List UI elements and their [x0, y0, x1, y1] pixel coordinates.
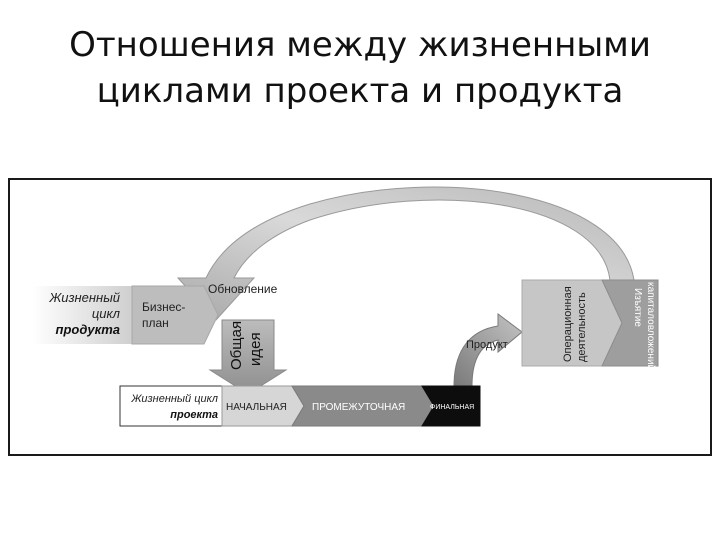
product-cycle-band	[32, 286, 132, 344]
product-arrow	[453, 313, 523, 387]
phase-intermediate-label: ПРОМЕЖУТОЧНАЯ	[312, 402, 405, 413]
phase-final	[421, 385, 481, 427]
withdrawal-line-1: Изъятие	[632, 288, 643, 327]
operational-activity-block	[521, 279, 623, 367]
product-cycle-label-line-2: цикл	[92, 306, 121, 321]
slide-title-line-2: циклами проекта и продукта	[96, 71, 624, 111]
project-cycle-label-line-1: Жизненный цикл	[130, 393, 218, 405]
business-plan-line-1: Бизнес-	[142, 300, 185, 314]
product-cycle-label-line-3: продукта	[56, 322, 120, 337]
business-plan-chevron	[131, 285, 219, 345]
business-plan-line-2: план	[142, 316, 169, 330]
project-cycle-label-box	[119, 385, 223, 427]
operational-activity-line-2: деятельность	[576, 292, 588, 362]
withdrawal-line-2: капиталовложений	[645, 282, 656, 370]
operational-activity-line-1: Операционная	[562, 286, 574, 362]
phase-final-label: ФИНАЛЬНАЯ	[430, 404, 474, 411]
general-idea-line-2: идея	[247, 332, 264, 366]
withdrawal-chevron	[601, 279, 659, 367]
slide-title-line-1: Отношения между жизненными	[69, 25, 651, 65]
update-label: Обновление	[208, 282, 278, 296]
phase-initial-label: НАЧАЛЬНАЯ	[226, 402, 287, 413]
lifecycle-diagram-svg: Жизненный цикл продукта Бизнес- план Обн…	[32, 186, 659, 427]
general-idea-line-1: Общая	[228, 321, 245, 370]
project-cycle-label-line-2: проекта	[170, 409, 218, 421]
slide-title: Отношения между жизненными циклами проек…	[0, 22, 720, 114]
renewal-arc-arrow	[176, 186, 635, 321]
product-label: Продукт	[466, 339, 508, 351]
general-idea-arrow	[208, 319, 288, 395]
product-cycle-label-line-1: Жизненный	[48, 290, 120, 305]
lifecycle-diagram: Жизненный цикл продукта Бизнес- план Обн…	[8, 178, 712, 456]
